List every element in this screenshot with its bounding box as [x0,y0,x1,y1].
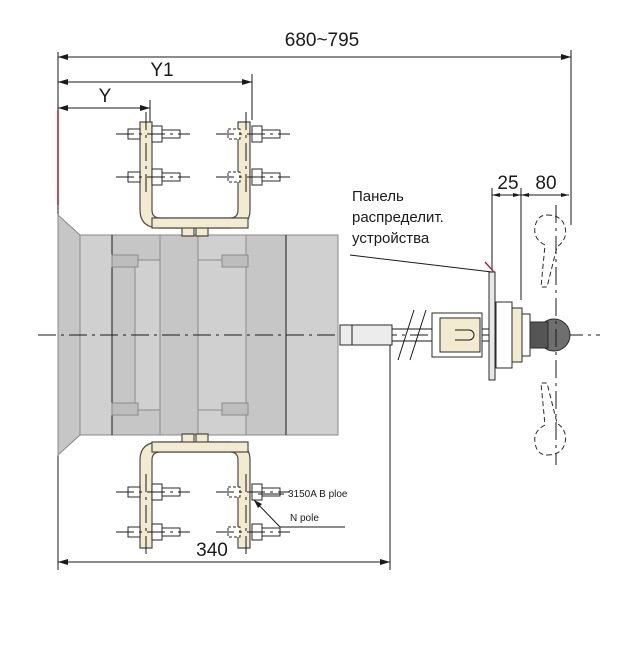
dimension-y: Y [58,86,151,125]
handle-offset-dimension-label: 80 [535,173,556,194]
door-panel [349,254,496,381]
rotary-handle [529,205,571,465]
panel-label-line3: устройства [352,230,430,247]
top-left-bolts [127,125,181,186]
dimension-y1: Y1 [58,60,253,120]
top-right-bolts [227,125,281,186]
dimension-25-80: 25 80 [491,173,569,300]
panel-label-line1: Панель [352,188,404,205]
handle-flange [495,301,531,369]
pole-labels: 3150A B ploe N pole [253,489,348,528]
overall-dimension-label: 680~795 [285,30,360,51]
body-depth-dimension-label: 340 [196,540,228,561]
panel-label: Панель распределит. устройства [352,188,444,247]
pole-n-label: N pole [290,513,319,524]
panel-gap-dimension-label: 25 [497,173,518,194]
bolt-centerlines [116,112,290,556]
panel-label-line2: распределит. [352,209,444,226]
pole-b-label: 3150A B ploe [288,489,348,500]
dimension-340: 340 [57,340,391,570]
y-dimension-label: Y [99,86,112,107]
y1-dimension-label: Y1 [150,60,173,81]
operating-shaft [339,309,520,361]
